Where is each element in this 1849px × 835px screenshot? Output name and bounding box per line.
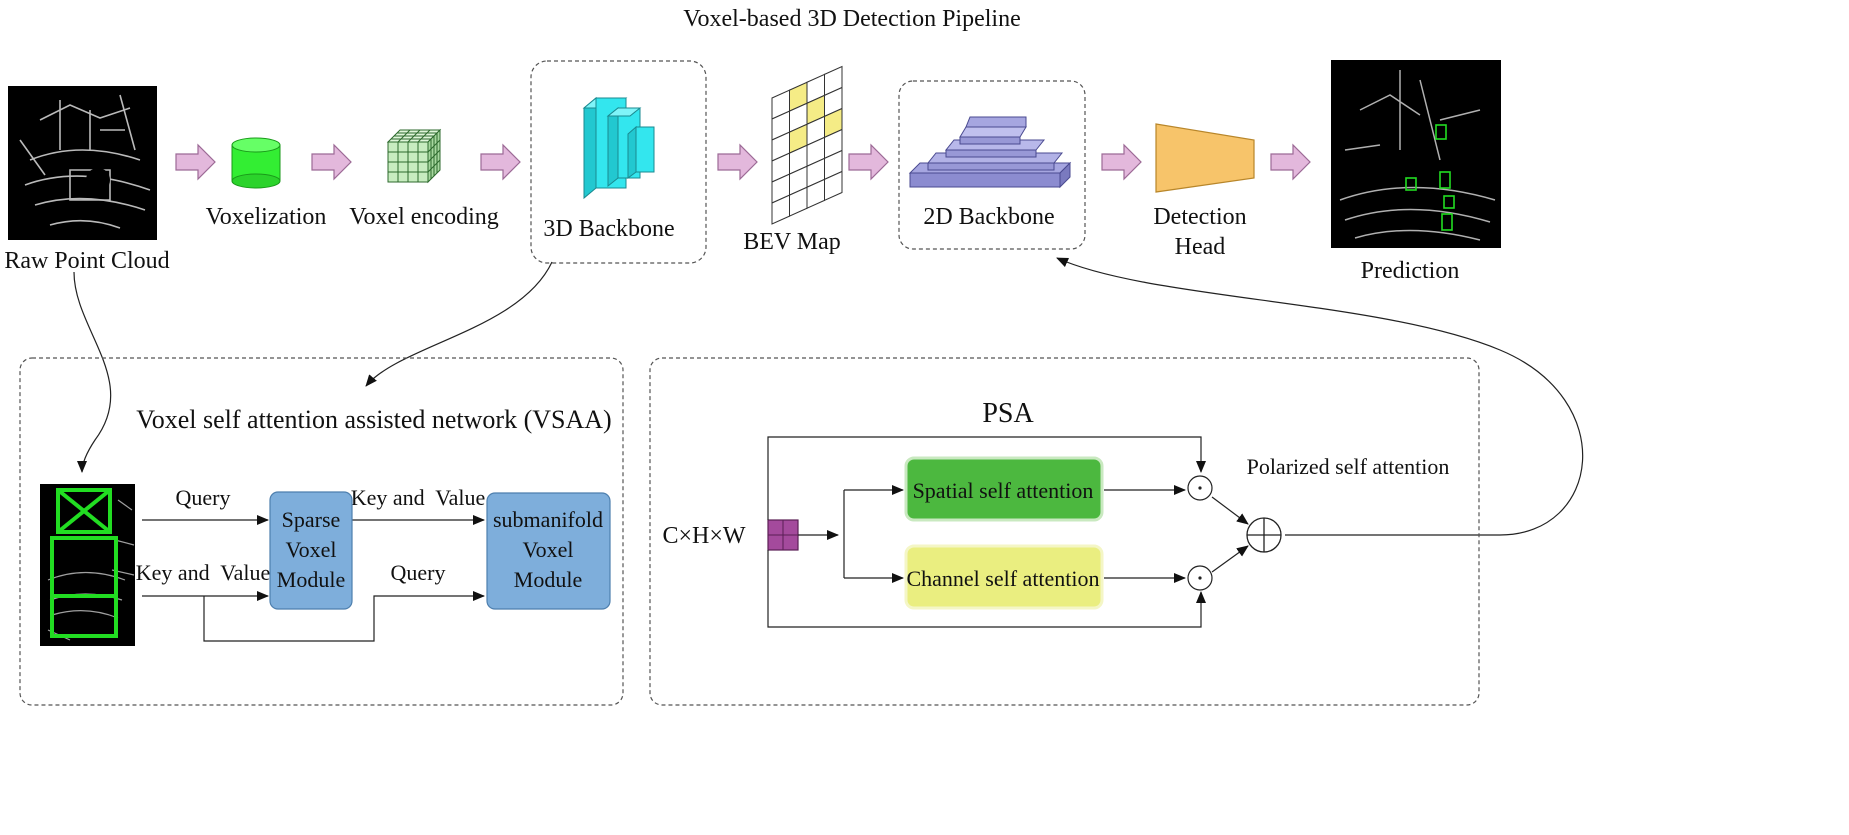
vsaa-title: Voxel self attention assisted network (V…: [136, 405, 611, 434]
arrow-query-bypass: [203, 591, 485, 642]
connector-3dbackbone-to-vsaa: [365, 261, 553, 387]
backbone-3d-label: 3D Backbone: [543, 216, 674, 242]
flow-arrow-4: [717, 143, 758, 181]
bev-cell: [824, 170, 843, 202]
backbone-2d-icon: [908, 116, 1072, 189]
voxel-encoding-label: Voxel encoding: [349, 204, 499, 230]
psa-wires: [767, 436, 1249, 628]
prediction-label: Prediction: [1361, 258, 1460, 284]
backbone-3d-icon: [582, 96, 655, 200]
psa-panel: [649, 357, 1480, 706]
bev-map-label: BEV Map: [743, 229, 841, 255]
spatial-attention-box: [904, 456, 1104, 522]
flow-arrow-5: [848, 143, 889, 181]
submanifold-voxel-module-line2: Voxel: [523, 537, 574, 562]
submanifold-voxel-module-box: [486, 492, 611, 610]
flow-arrow-3: [480, 143, 521, 181]
vsaa-arrows: [142, 515, 485, 642]
sparse-voxel-module-box: [269, 491, 353, 610]
sparse-voxel-module-line3: Module: [277, 567, 345, 592]
diagram-title: Voxel-based 3D Detection Pipeline: [683, 6, 1020, 32]
channel-attention-label: Channel self attention: [906, 566, 1099, 591]
raw-point-cloud-image: [8, 86, 157, 240]
vsaa-key-value-mid-label: Key and Value: [351, 485, 486, 510]
sum-node: [1246, 517, 1282, 553]
detection-head-label-line1: Detection: [1153, 204, 1246, 230]
flow-arrow-6: [1101, 143, 1142, 181]
sparse-voxel-module-line2: Voxel: [286, 537, 337, 562]
vsaa-query-top-label: Query: [176, 485, 231, 510]
bev-map-grid: [771, 65, 843, 225]
backbone-2d-label: 2D Backbone: [923, 204, 1054, 230]
detection-head-label-line2: Head: [1175, 234, 1226, 260]
flow-arrows: [175, 143, 1311, 181]
sparse-voxel-module-line1: Sparse: [282, 507, 341, 532]
submanifold-voxel-module-line3: Module: [514, 567, 582, 592]
psa-skip-top: [767, 436, 1206, 520]
raw-point-cloud-label: Raw Point Cloud: [4, 248, 169, 274]
grid-cube-icon: [386, 128, 442, 184]
flow-arrow-2: [311, 143, 352, 181]
connector-rawcloud-to-vsaa: [73, 271, 112, 473]
channel-attention-box: [904, 544, 1104, 610]
vsaa-panel: [19, 357, 624, 706]
detection-head-icon: [1155, 123, 1255, 193]
connector-psa-to-2dbackbone: [1056, 257, 1584, 536]
submanifold-voxel-module-line1: submanifold: [493, 507, 603, 532]
voxelization-label: Voxelization: [206, 204, 327, 230]
vsaa-query-bottom-label: Query: [391, 560, 446, 585]
psa-skip-bottom: [767, 550, 1206, 628]
multiply-node-top: [1187, 475, 1213, 501]
flow-arrow-1: [175, 143, 216, 181]
vsaa-key-value-left-label: Key and Value: [136, 560, 271, 585]
flow-arrow-7: [1270, 143, 1311, 181]
backbone-3d-frame: [530, 60, 707, 264]
polarized-attention-label: Polarized self attention: [1247, 454, 1450, 479]
vsaa-detection-image: [40, 484, 135, 646]
psa-input-tensor: [767, 519, 799, 551]
spatial-attention-label: Spatial self attention: [913, 478, 1094, 503]
mult-top-to-sum: [1211, 496, 1249, 525]
cylinder-icon: [231, 137, 281, 189]
backbone-2d-frame: [898, 80, 1086, 250]
multiply-node-bottom: [1187, 565, 1213, 591]
psa-title: PSA: [982, 398, 1034, 429]
psa-input-label: C×H×W: [662, 523, 745, 549]
prediction-image: [1331, 60, 1501, 248]
mult-bottom-to-sum: [1211, 545, 1249, 573]
